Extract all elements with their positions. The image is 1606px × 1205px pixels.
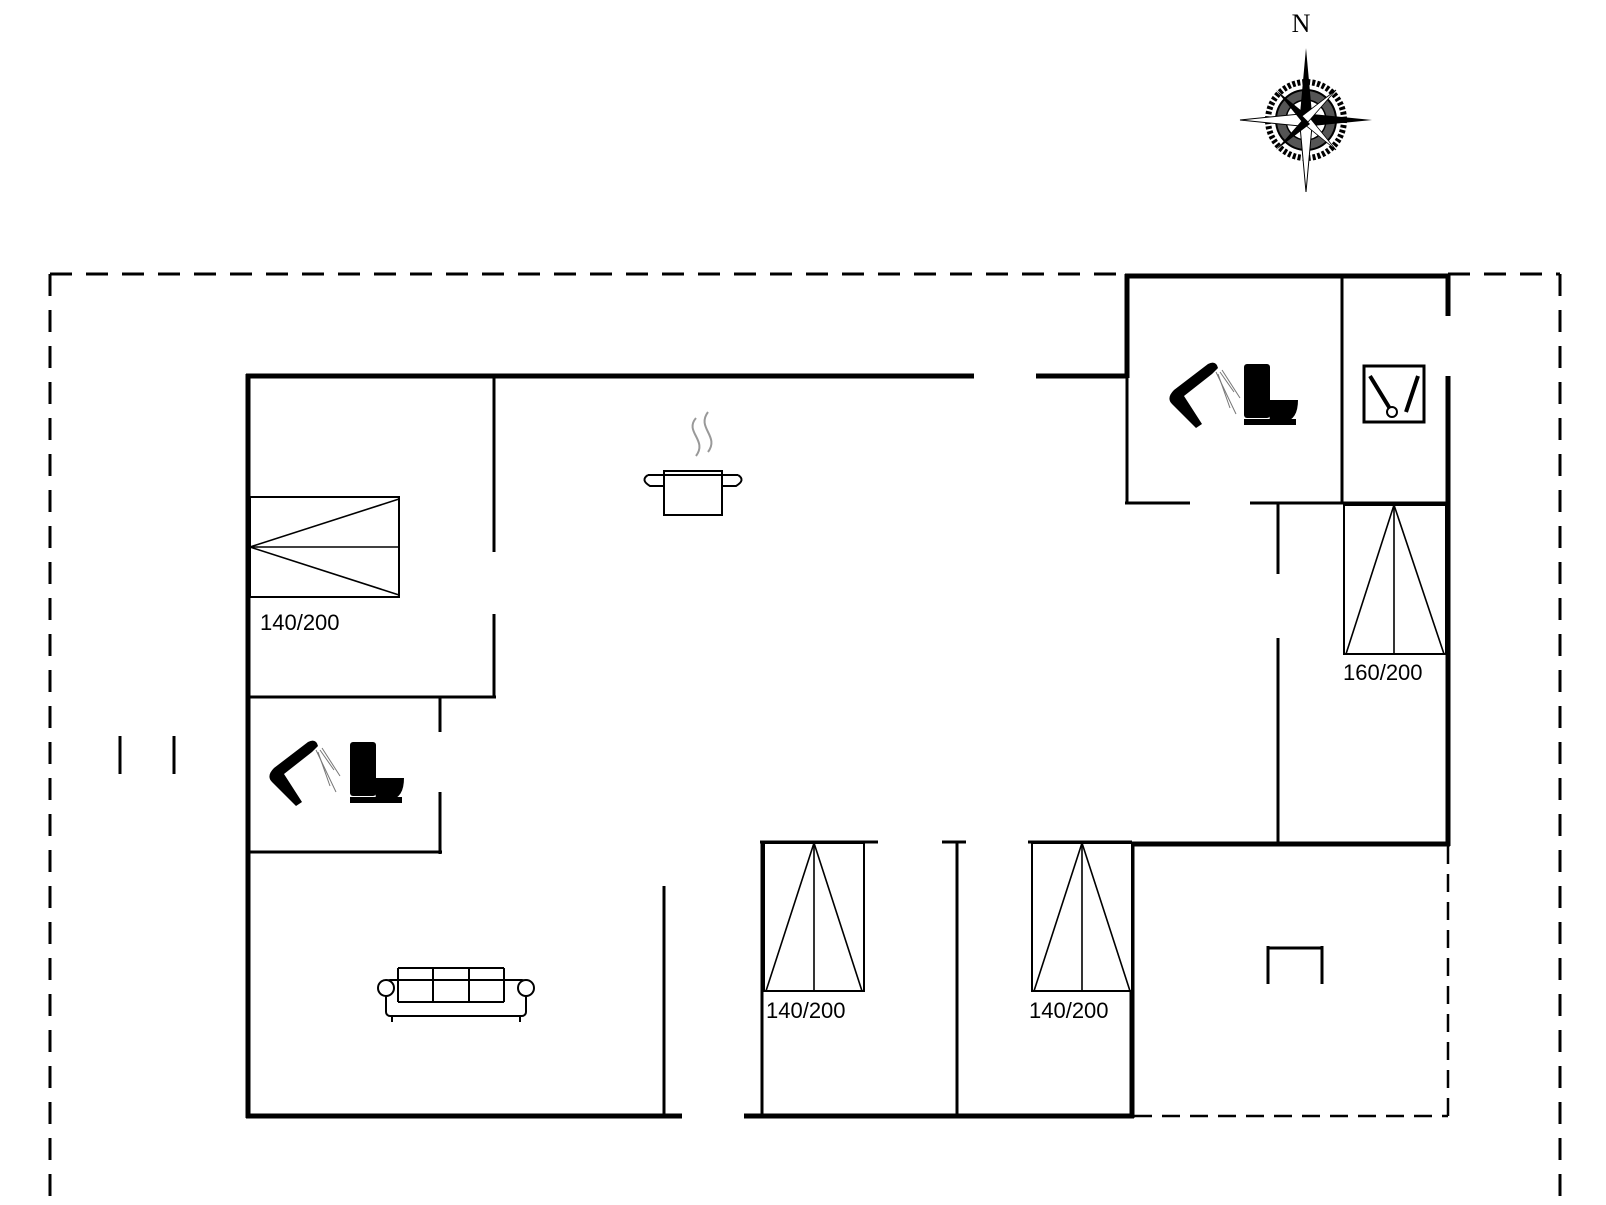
bed-icon [1343,504,1447,655]
bed-icon [249,496,400,598]
toilet-icon [1244,364,1298,425]
shower-icon [1169,362,1241,428]
compass-rose-icon: N [1239,9,1372,193]
bed-size-label: 140/200 [766,998,846,1023]
bed-size-label: 140/200 [1029,998,1109,1023]
bed-icon [1031,842,1133,992]
bed-icon [763,842,865,992]
compass-north-label: N [1292,9,1311,38]
washing-machine-icon [1362,364,1426,424]
bed-size-label: 160/200 [1343,660,1423,685]
sofa-icon [377,967,535,1022]
bed-size-label: 140/200 [260,610,340,635]
shower-icon [269,740,341,806]
toilet-icon [350,742,404,803]
plot-boundary [48,272,1562,1205]
exterior-walls [245,273,1451,1119]
entrance-marks [118,736,176,774]
table-icon [1266,946,1324,984]
annex-boundary [1134,846,1450,1118]
cooking-pot-icon [643,411,743,516]
